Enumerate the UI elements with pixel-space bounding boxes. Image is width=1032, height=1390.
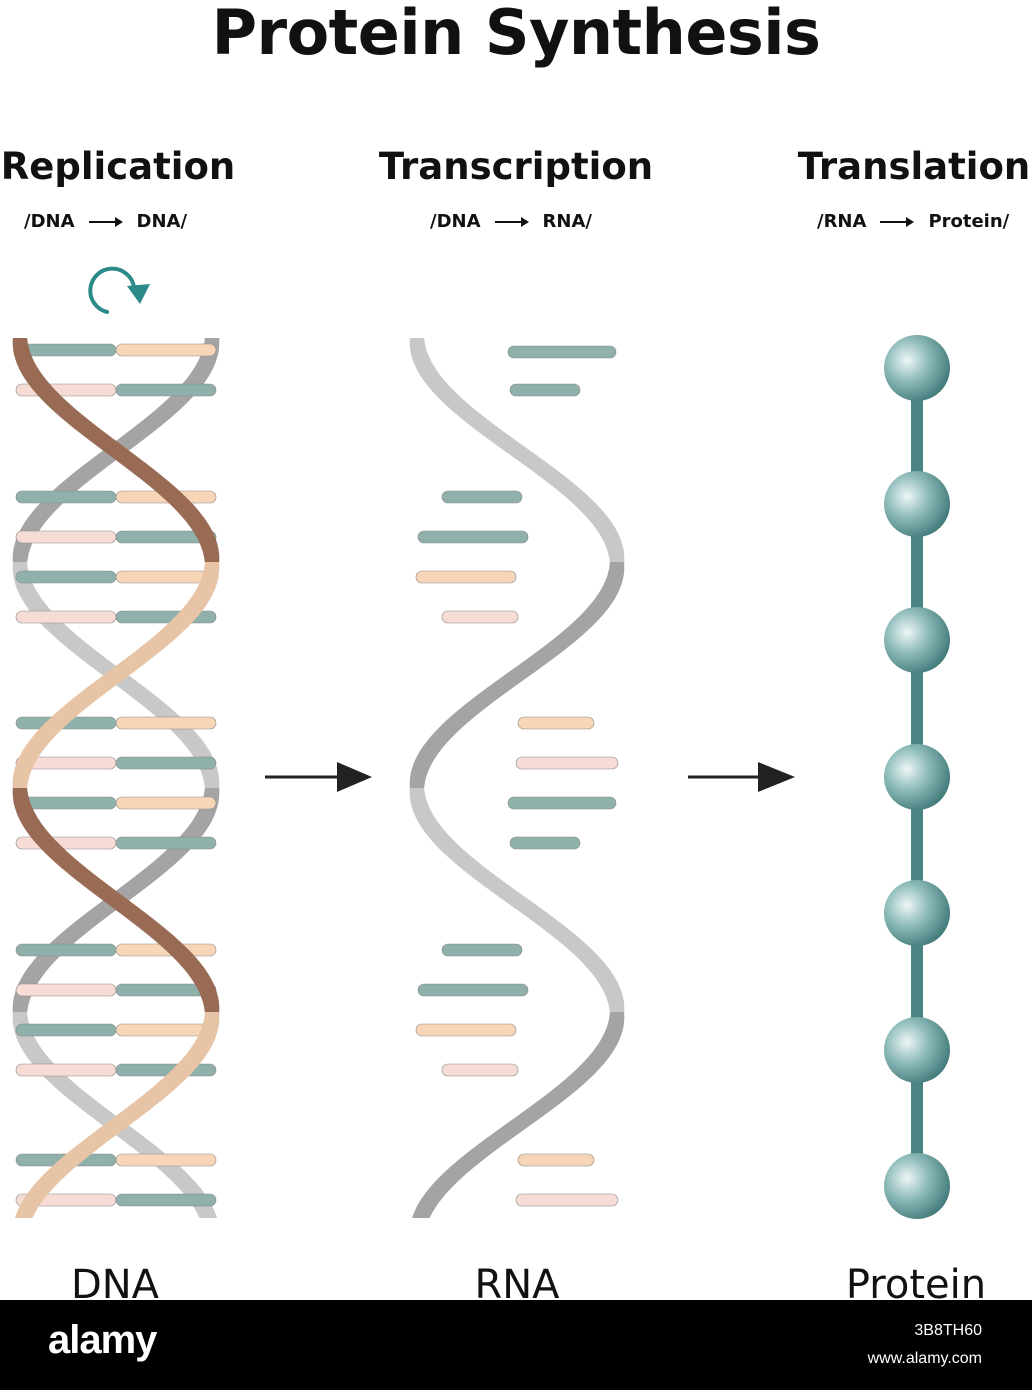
stage-title-replication: Replication	[0, 145, 236, 188]
dna-base-right	[115, 383, 217, 397]
dna-base-right	[115, 836, 217, 850]
amino-acid-bead	[884, 471, 950, 537]
rna-base	[415, 570, 517, 584]
arrow-right-icon	[880, 217, 915, 227]
translation-from: /RNA	[817, 211, 867, 232]
dna-strand-a	[12, 1012, 218, 1218]
dna-base-right	[115, 1153, 217, 1167]
dna-strand-b	[15, 1012, 220, 1218]
dna-base-right	[115, 1193, 217, 1207]
arrow-right-icon	[88, 217, 123, 227]
dna-double-helix	[12, 338, 220, 1218]
dna-base-left	[15, 836, 117, 850]
rna-base	[515, 756, 619, 770]
rna-base	[441, 1063, 519, 1077]
rna-base	[509, 836, 581, 850]
rna-base	[417, 983, 529, 997]
replication-to: DNA/	[136, 211, 188, 232]
rna-base	[509, 383, 581, 397]
stage-title-translation: Translation	[797, 145, 1031, 188]
rna-strand	[409, 562, 625, 788]
rna-base	[441, 490, 523, 504]
amino-acid-bead	[884, 1153, 950, 1219]
rna-base	[441, 943, 523, 957]
rna-strand	[412, 1012, 625, 1218]
stage-title-transcription: Transcription	[378, 145, 654, 188]
replication-equation: /DNA DNA/	[24, 210, 187, 234]
dna-base-left	[15, 943, 117, 957]
rna-base	[507, 345, 617, 359]
protein-synthesis-diagram	[12, 266, 950, 1219]
amino-acid-bead	[884, 335, 950, 401]
rna-base	[417, 530, 529, 544]
transcription-equation: /DNA RNA/	[430, 210, 592, 234]
dna-strand-b	[12, 788, 220, 1012]
footer-site: www.alamy.com	[867, 1350, 982, 1367]
rna-strand	[409, 338, 625, 562]
replication-from: /DNA	[24, 211, 75, 232]
transcription-to: RNA/	[542, 211, 592, 232]
dna-base-left	[15, 343, 117, 357]
footer-image-id: 3B8TH60	[914, 1322, 982, 1339]
arrow-right-icon	[494, 217, 529, 227]
translation-equation: /RNA Protein/	[817, 210, 1009, 234]
dna-base-right	[115, 610, 217, 624]
dna-strand-b	[12, 338, 220, 562]
dna-base-left	[15, 570, 117, 584]
page-title: Protein Synthesis	[211, 0, 821, 69]
dna-base-left	[15, 1023, 117, 1037]
dna-base-left	[15, 610, 117, 624]
rna-strand	[409, 788, 625, 1012]
dna-base-right	[115, 530, 217, 544]
rna-base	[517, 1153, 595, 1167]
arrow-right-icon	[688, 762, 795, 792]
amino-acid-bead	[884, 744, 950, 810]
dna-base-right	[115, 343, 217, 357]
amino-acid-bead	[884, 607, 950, 673]
dna-base-right	[115, 756, 217, 770]
dna-base-right	[115, 796, 217, 810]
amino-acid-bead	[884, 1017, 950, 1083]
rna-base	[515, 1193, 619, 1207]
arrow-right-icon	[265, 762, 372, 792]
dna-base-left	[15, 490, 117, 504]
dna-base-left	[15, 530, 117, 544]
transcription-from: /DNA	[430, 211, 481, 232]
rna-base	[441, 610, 519, 624]
translation-to: Protein/	[928, 211, 1010, 232]
watermark-footer: alamy 3B8TH60 www.alamy.com	[0, 1300, 1032, 1390]
protein-chain	[884, 335, 950, 1219]
dna-base-right	[115, 716, 217, 730]
footer-brand: alamy	[48, 1318, 157, 1362]
rna-helix	[409, 338, 625, 1218]
dna-base-left	[15, 1063, 117, 1077]
rna-base	[517, 716, 595, 730]
rna-base	[415, 1023, 517, 1037]
dna-base-right	[115, 1063, 217, 1077]
rna-base	[507, 796, 617, 810]
dna-strand-b	[12, 562, 220, 788]
amino-acid-bead	[884, 880, 950, 946]
rotate-clockwise-icon	[88, 266, 150, 314]
dna-base-left	[15, 983, 117, 997]
